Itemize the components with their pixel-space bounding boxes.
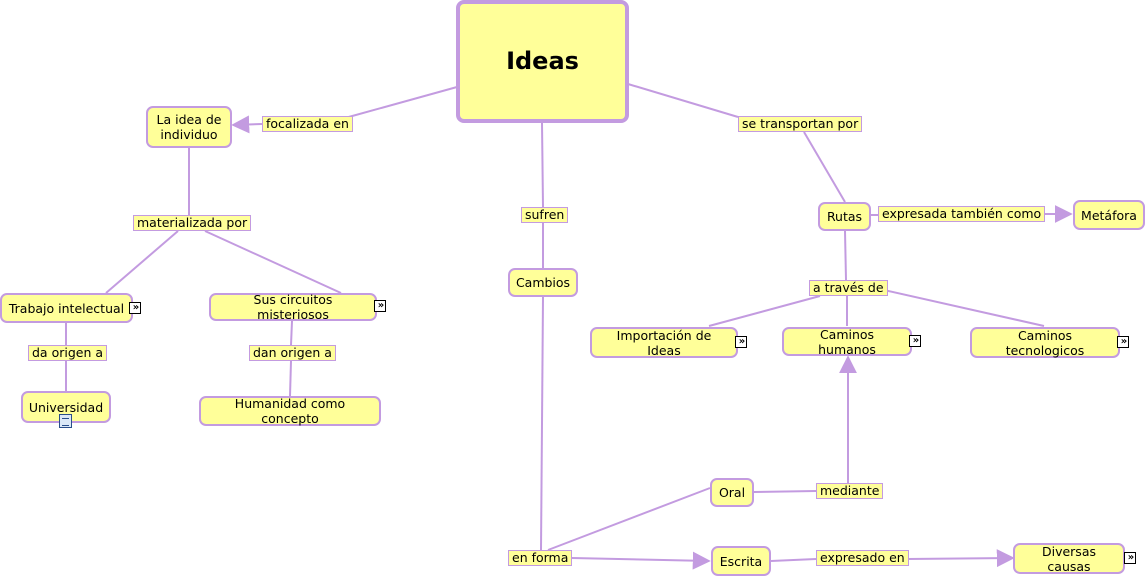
link-materializada-por[interactable]: materializada por bbox=[133, 215, 252, 231]
edge-materializada-circuitos bbox=[204, 230, 342, 294]
concept-la-idea-de-individuo[interactable]: La idea de individuo bbox=[146, 106, 232, 148]
edge-oral-mediante bbox=[753, 490, 817, 493]
concept-cambios[interactable]: Cambios bbox=[508, 268, 578, 297]
edge-materializada-trabajo bbox=[105, 230, 179, 294]
link-mediante[interactable]: mediante bbox=[816, 483, 884, 499]
edge-ideas-focalizada bbox=[344, 86, 458, 119]
edge-expresado-diversas bbox=[906, 549, 1015, 568]
concept-trabajo-intelectual[interactable]: Trabajo intelectual bbox=[0, 293, 133, 323]
link-expresada-tambien-como[interactable]: expresada también como bbox=[878, 206, 1046, 222]
link-a-traves-de[interactable]: a través de bbox=[809, 280, 888, 296]
double-chevron-right-icon[interactable]: » bbox=[735, 336, 747, 348]
link-dan-origen-a[interactable]: dan origen a bbox=[249, 345, 336, 361]
double-chevron-right-icon[interactable]: » bbox=[1117, 336, 1129, 348]
concept-oral[interactable]: Oral bbox=[710, 478, 754, 507]
concept-escrita[interactable]: Escrita bbox=[711, 546, 771, 576]
concept-metafora[interactable]: Metáfora bbox=[1073, 200, 1145, 230]
link-se-transportan-por[interactable]: se transportan por bbox=[738, 116, 863, 132]
edge-focalizada-individuo bbox=[231, 115, 263, 134]
concept-diversas-causas[interactable]: Diversas causas bbox=[1013, 543, 1125, 574]
edge-danorigen-humanidad bbox=[289, 360, 292, 397]
edge-ideas-sufren bbox=[541, 122, 544, 208]
document-icon[interactable] bbox=[59, 414, 72, 428]
edge-enforma-escrita bbox=[571, 551, 711, 570]
edge-circuitos-danorigen bbox=[290, 320, 293, 346]
link-expresado-en[interactable]: expresado en bbox=[816, 550, 909, 566]
concept-ideas[interactable]: Ideas bbox=[456, 0, 629, 123]
edge-transportan-rutas bbox=[803, 131, 846, 203]
edge-ideas-transportan bbox=[627, 83, 739, 118]
link-focalizada-en[interactable]: focalizada en bbox=[262, 116, 353, 132]
edge-atraves-tecnologicos bbox=[883, 289, 1045, 327]
edge-atraves-importacion bbox=[708, 295, 821, 327]
link-en-forma[interactable]: en forma bbox=[508, 550, 573, 566]
double-chevron-right-icon[interactable]: » bbox=[374, 300, 386, 312]
edge-escrita-expresado bbox=[770, 558, 817, 562]
concept-sus-circuitos-misteriosos[interactable]: Sus circuitos misteriosos bbox=[209, 292, 377, 322]
concept-caminos-tecnologicos[interactable]: Caminos tecnologicos bbox=[970, 327, 1120, 358]
concept-rutas[interactable]: Rutas bbox=[818, 202, 871, 231]
concept-humanidad-como-concepto[interactable]: Humanidad como concepto bbox=[199, 396, 381, 426]
concept-importacion-de-ideas[interactable]: Importación de Ideas bbox=[590, 327, 738, 358]
double-chevron-right-icon[interactable]: » bbox=[129, 302, 141, 314]
link-sufren[interactable]: sufren bbox=[521, 207, 569, 223]
edge-rutas-atraves bbox=[844, 230, 847, 281]
double-chevron-right-icon[interactable]: » bbox=[1124, 552, 1136, 564]
edge-enforma-oral bbox=[547, 487, 711, 551]
edge-cambios-enforma bbox=[540, 296, 544, 551]
link-da-origen-a[interactable]: da origen a bbox=[28, 345, 108, 361]
concept-universidad[interactable]: Universidad bbox=[21, 391, 111, 423]
concept-caminos-humanos[interactable]: Caminos humanos bbox=[782, 327, 912, 357]
double-chevron-right-icon[interactable]: » bbox=[909, 335, 921, 347]
